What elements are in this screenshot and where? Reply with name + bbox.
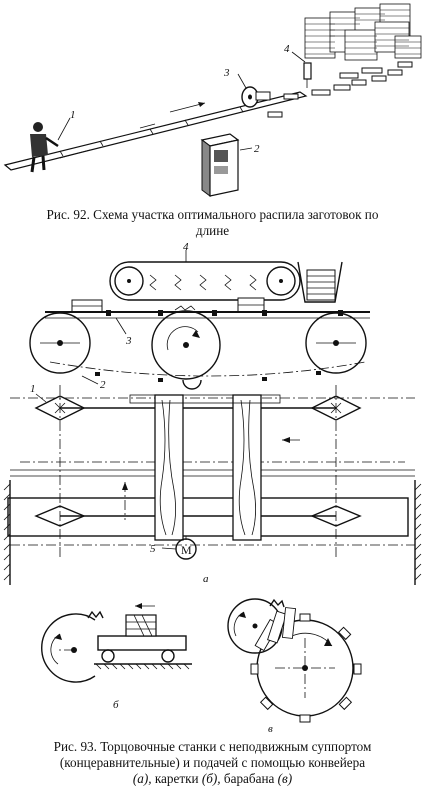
left-drum: [29, 312, 91, 374]
label-1b: 1: [30, 383, 36, 395]
cut-pieces: [267, 61, 413, 118]
conveyor-line: [3, 91, 308, 171]
figure-93-caption-line3: (а), каретки (б), барабана (в): [0, 771, 425, 787]
figure-93-caption: Рис. 93. Торцовочные станки с неподвижны…: [0, 739, 425, 787]
figure-92-diagram: 1 3 2 4: [3, 3, 422, 197]
figure-93bc-diagram: б в: [41, 598, 362, 735]
plan-view: [3, 379, 422, 585]
caption-ref-b: (б),: [201, 771, 221, 786]
caption-text-drum: барабана: [220, 771, 278, 786]
top-belt: [109, 261, 301, 301]
figure-92-caption-line2: длине: [195, 223, 230, 238]
caption-text-carriage: каретки: [151, 771, 202, 786]
label-2: 2: [254, 143, 260, 155]
subfigure-b-label: б: [113, 699, 119, 711]
figure-92-caption: Рис. 92. Схема участка оптимального расп…: [0, 207, 425, 239]
worker-figure: [30, 122, 59, 173]
label-2b: 2: [100, 379, 106, 391]
carriage-saw: [41, 610, 104, 683]
control-cabinet: [200, 133, 240, 197]
label-4: 4: [284, 43, 290, 55]
subfigure-a-label: а: [203, 573, 209, 585]
figure-93-caption-line2: (концеравнительные) и подачей с помощью …: [59, 755, 366, 770]
motor-label: M: [181, 543, 192, 557]
saw-disc: [151, 305, 221, 380]
subfigure-c-label: в: [268, 723, 273, 735]
caption-ref-c: (в): [277, 771, 293, 786]
hopper: [297, 261, 343, 303]
figure-92-caption-line1: Рис. 92. Схема участка оптимального расп…: [46, 207, 379, 222]
figure-93-caption-line1: Рис. 93. Торцовочные станки с неподвижны…: [53, 739, 372, 754]
sensor-post: [303, 62, 312, 88]
right-drum: [305, 312, 367, 374]
carriage: [94, 603, 192, 670]
label-3: 3: [223, 67, 230, 79]
label-3b: 3: [125, 335, 132, 347]
saw-unit: [241, 86, 271, 108]
caption-ref-a: (а),: [132, 771, 152, 786]
label-4b: 4: [183, 241, 189, 253]
drum: [250, 607, 362, 723]
figure-93a-diagram: 4: [3, 241, 422, 585]
label-5: 5: [150, 543, 156, 555]
lumber-stacks: [304, 3, 422, 61]
chain-lugs: [95, 310, 343, 382]
label-1: 1: [70, 109, 76, 121]
